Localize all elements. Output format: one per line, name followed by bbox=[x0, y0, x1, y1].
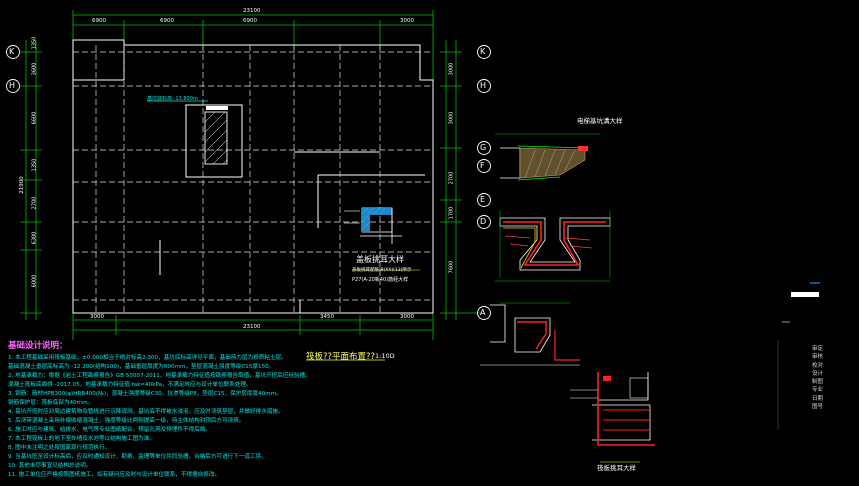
note-line: 6. 施工时应与建筑、给排水、电气等专业图纸配合，预留孔洞及预埋件不得后凿。 bbox=[8, 427, 211, 433]
title-block-label: 图号 bbox=[812, 404, 824, 411]
note-line: 8. 图中未注明之处按国家现行规范执行。 bbox=[8, 445, 111, 451]
dim-bottom-total: 23100 bbox=[243, 324, 261, 330]
dim-top-total: 23100 bbox=[243, 8, 261, 14]
axis-a: A bbox=[480, 308, 486, 317]
axis-d: D bbox=[480, 217, 487, 226]
axis-e: E bbox=[480, 195, 486, 204]
note-line: 9. 当基坑挖至设计标高后，应及时通知设计、勘察、监理等单位共同验槽，合格后方可… bbox=[8, 454, 267, 460]
dim-bottom-2: 3450 bbox=[320, 314, 334, 320]
note-line: 7. 本工程筏板上的地下室外墙及水池等以结构施工图为准。 bbox=[8, 436, 155, 442]
plan-outline bbox=[72, 39, 434, 314]
dim-left-2: 3600 bbox=[31, 62, 38, 76]
axis-bubbles-frame bbox=[6, 45, 491, 320]
design-notes: 基础设计说明： 1. 本工程基础采用筏板基础，±0.000相当于绝对标高2.30… bbox=[8, 342, 478, 480]
title-block-label: 审核 bbox=[812, 354, 824, 361]
elevation-label: 基坑底标高 -13.800m bbox=[147, 96, 198, 102]
grid-lines bbox=[73, 45, 433, 313]
dim-right-2: 3000 bbox=[448, 111, 455, 125]
title-block-label: 校对 bbox=[812, 362, 824, 369]
title-block-label: 设计 bbox=[812, 370, 824, 377]
dim-right-3: 2700 bbox=[448, 171, 455, 185]
design-notes-title: 基础设计说明： bbox=[8, 341, 68, 351]
note-line: 3. 钢筋：筋材HPB300(φ)HRB400(№)，混凝土强度等级C30，抗渗… bbox=[8, 391, 282, 397]
axis-k-right: K bbox=[480, 47, 486, 56]
axis-k-left: K bbox=[9, 47, 15, 56]
dim-left-6: 6300 bbox=[31, 231, 38, 245]
title-block-label: 专业 bbox=[812, 387, 824, 394]
title-block-label: 审定 bbox=[812, 346, 824, 352]
dim-left-1: 1350 bbox=[31, 36, 38, 50]
title-block: 审定 审核 校对 设计 制图 专业 日期 图号 bbox=[812, 345, 823, 411]
note-line: 1. 本工程基础采用筏板基础，±0.000相当于绝对标高2.300，基坑底标高详… bbox=[8, 355, 287, 361]
elevator-detail-title: 电梯基坑溝大样 bbox=[577, 117, 623, 125]
axis-f: F bbox=[480, 161, 485, 170]
cover-detail-note2: P27(A-20新40)筋经大样 bbox=[352, 277, 409, 283]
axis-h-right: H bbox=[480, 81, 487, 90]
note-line: 2. 地基承载力：根据《岩土工程勘察报告》GB 50007-2011，地基承载力… bbox=[8, 373, 311, 379]
note-line: 基础混凝土垂层底标高为 -12.200(结构100)，基础垂层厚度为600mm，… bbox=[8, 364, 275, 370]
dim-top-4: 3000 bbox=[400, 18, 414, 24]
axis-h-left: H bbox=[9, 81, 16, 90]
elevator-pit-hatch bbox=[204, 111, 228, 165]
dim-left-3: 6600 bbox=[31, 111, 38, 125]
dim-left-7: 6000 bbox=[31, 274, 38, 288]
elevator-pit bbox=[204, 111, 228, 165]
note-line: 11. 施工单位应严格按照图纸施工，如有疑问应及时与设计单位联系，不得擅自修改。 bbox=[8, 472, 221, 478]
plan-title: 筏板??平面布置?? bbox=[306, 352, 376, 362]
dim-left-5: 2700 bbox=[31, 196, 38, 210]
note-line: 4. 基坑开挖时应对周边建筑物及管线进行沉降观测，基坑底不得被水浸泡，应及时浇筑… bbox=[8, 409, 284, 415]
plan-scale: 1:10D bbox=[375, 352, 395, 360]
title-block-accents bbox=[777, 282, 820, 430]
cover-detail-title: 盖板挑耳大样 bbox=[356, 255, 404, 264]
elevator-top-slab bbox=[206, 106, 228, 110]
trench-detail bbox=[495, 210, 611, 282]
note-line: 10. 其他未尽事宜见结构总说明。 bbox=[8, 463, 92, 469]
cover-detail bbox=[344, 207, 420, 271]
pit-detail-title: 筏板挑耳大样 bbox=[597, 464, 636, 472]
dim-left-total: 21900 bbox=[18, 176, 25, 194]
title-block-label: 制图 bbox=[812, 379, 824, 386]
dim-right-4: 1700 bbox=[448, 206, 455, 220]
cover-detail-note1: 盖板挑耳配筋详(XX)(13)所示 bbox=[352, 268, 412, 273]
note-line: 钢筋保护层：筏板底部为40mm。 bbox=[8, 400, 94, 406]
section-a-detail bbox=[480, 302, 580, 366]
title-block-label: 日期 bbox=[812, 395, 824, 402]
dim-left-4: 1350 bbox=[31, 158, 38, 172]
dim-top-1: 6900 bbox=[92, 18, 106, 24]
note-line: 5. 后浇带混凝土采用补偿收缩混凝土，强度等级比两侧提高一级，待主体结构封顶后方… bbox=[8, 418, 245, 424]
dim-right-1: 3000 bbox=[448, 62, 455, 76]
dim-right-5: 7600 bbox=[448, 260, 455, 274]
dim-bottom-3: 3000 bbox=[400, 314, 414, 320]
dim-top-3: 6900 bbox=[243, 18, 257, 24]
pit-detail bbox=[570, 372, 655, 463]
elevator-section-detail bbox=[495, 133, 600, 181]
dim-bottom-1: 3000 bbox=[90, 314, 104, 320]
dim-top-2: 6900 bbox=[160, 18, 174, 24]
note-line: 混凝土筏板底面得 -2017.05，地基承载力特征值 fak=40kPa，不满足… bbox=[8, 382, 252, 388]
axis-g: G bbox=[480, 143, 487, 152]
